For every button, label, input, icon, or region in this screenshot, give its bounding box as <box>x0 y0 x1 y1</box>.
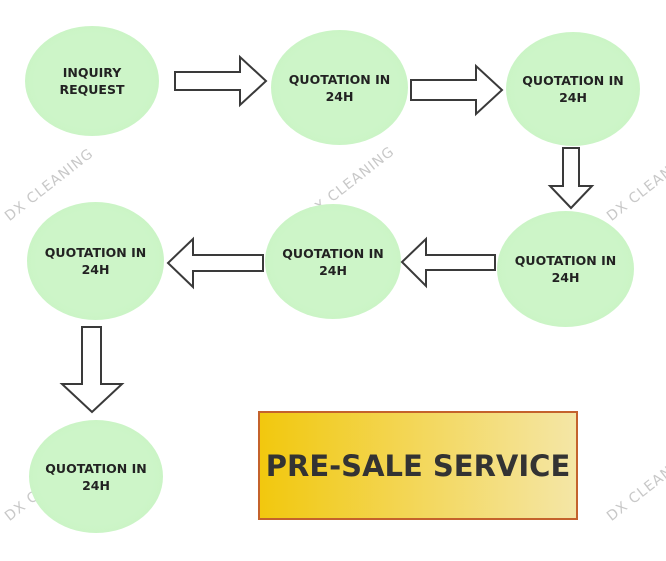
flow-node-quotation: QUOTATION IN 24H <box>29 420 163 533</box>
pre-sale-service-banner: PRE-SALE SERVICE <box>258 411 578 520</box>
banner-title: PRE-SALE SERVICE <box>265 448 571 483</box>
node-label: QUOTATION IN 24H <box>282 245 384 278</box>
flow-node-quotation: QUOTATION IN 24H <box>497 211 634 327</box>
node-label: QUOTATION IN 24H <box>288 71 391 104</box>
flow-node-quotation: QUOTATION IN 24H <box>506 32 640 146</box>
flow-node-inquiry-request: INQUIRY REQUEST <box>25 26 159 136</box>
node-label: QUOTATION IN 24H <box>45 460 147 493</box>
node-label: QUOTATION IN 24H <box>44 245 147 277</box>
flow-node-quotation: QUOTATION IN 24H <box>27 202 164 320</box>
flow-node-quotation: QUOTATION IN 24H <box>271 30 408 145</box>
node-label: QUOTATION IN 24H <box>514 253 617 285</box>
node-label: INQUIRY REQUEST <box>59 65 125 97</box>
flow-node-quotation: QUOTATION IN 24H <box>265 204 401 319</box>
node-label: QUOTATION IN 24H <box>522 73 624 105</box>
